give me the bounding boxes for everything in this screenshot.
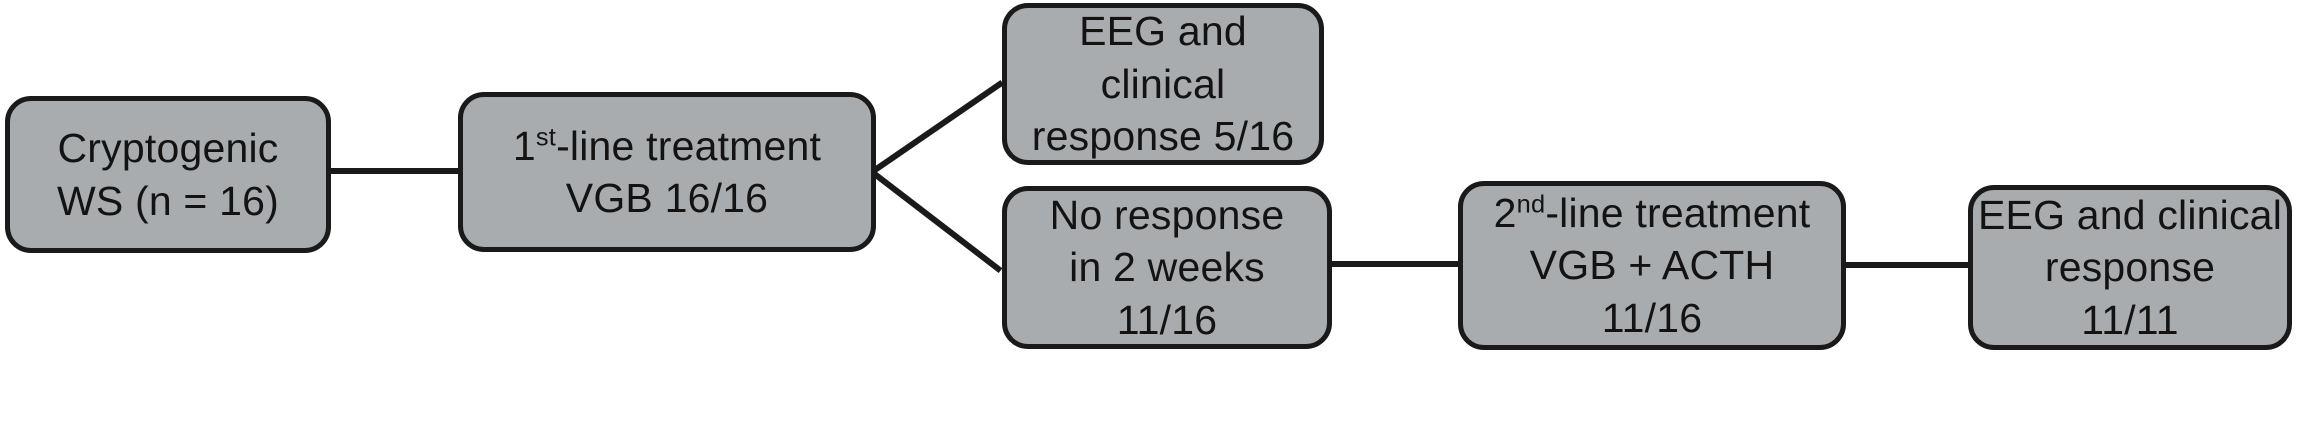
connector-cryptogenic-to-first-line <box>326 168 462 174</box>
node-text-line: 11/11 <box>2081 296 2179 343</box>
node-text-line: 2nd-line treatment <box>1494 187 1811 239</box>
node-text-line: Cryptogenic <box>57 125 279 172</box>
eeg-clinical-response-second-line-node[interactable]: EEG and clinical response 11/11 <box>1968 185 2292 350</box>
cryptogenic-ws-node[interactable]: Cryptogenic WS (n = 16) <box>5 96 331 253</box>
ordinal-suffix: st <box>535 122 557 151</box>
text-fragment: VGB 16/16 <box>565 175 769 221</box>
node-text-line: No response <box>1049 191 1285 238</box>
node-text-line: in 2 weeks <box>1069 244 1265 291</box>
node-text-line: 1st-line treatment <box>513 120 821 172</box>
text-fragment: 2 <box>1493 189 1517 236</box>
connector-second-line-to-eeg-response <box>1842 262 1972 268</box>
connector-first-line-to-no-response <box>870 169 1003 273</box>
node-text-line: EEG and clinical <box>1977 191 2282 238</box>
node-text-line: 11/16 <box>1116 296 1218 343</box>
text-fragment: VGB + ACTH <box>1529 242 1775 289</box>
node-text-line: response <box>2044 244 2216 291</box>
node-text-line: 11/16 <box>1602 292 1703 344</box>
text-fragment: -line treatment <box>1545 189 1811 236</box>
no-response-node[interactable]: No response in 2 weeks 11/16 <box>1002 186 1332 349</box>
text-fragment: -line treatment <box>556 122 822 169</box>
connector-no-response-to-second-line <box>1328 261 1462 267</box>
node-text-line: WS (n = 16) <box>56 177 280 224</box>
text-fragment: 1 <box>512 122 536 169</box>
node-text-line: EEG and <box>1079 8 1247 55</box>
node-text-line: response 5/16 <box>1031 113 1295 160</box>
eeg-clinical-response-first-line-node[interactable]: EEG and clinical response 5/16 <box>1002 3 1324 165</box>
text-fragment: 11/16 <box>1601 294 1703 341</box>
node-text-line: VGB + ACTH <box>1530 239 1775 291</box>
node-text-line: clinical <box>1100 60 1226 107</box>
node-text-line: VGB 16/16 <box>566 172 768 224</box>
ordinal-suffix: nd <box>1516 190 1546 219</box>
connector-first-line-to-eeg-response <box>870 80 1004 175</box>
